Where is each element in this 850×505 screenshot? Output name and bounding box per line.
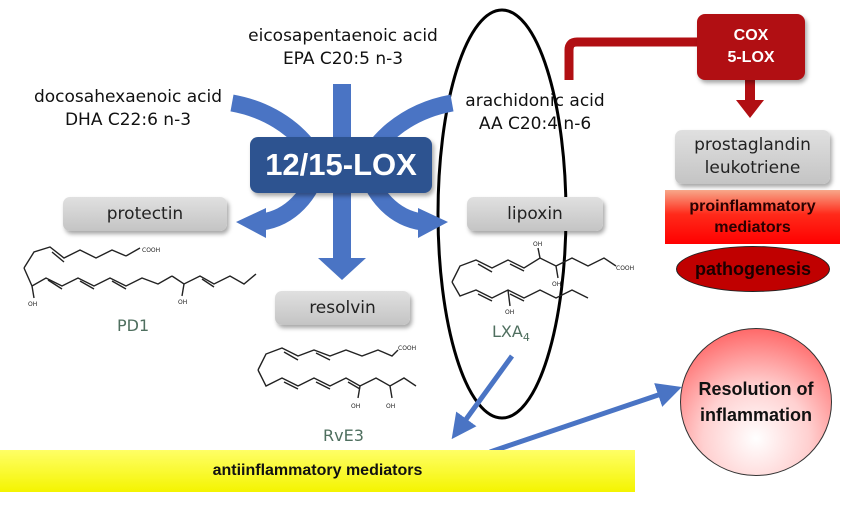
- leukotriene-label: leukotriene: [704, 158, 801, 178]
- lxa4-cooh-label: COOH: [616, 265, 634, 272]
- pathogenesis-label: pathogenesis: [694, 258, 812, 279]
- protectin-box: protectin: [63, 197, 227, 231]
- lipoxin-to-anti-arrow: [451, 354, 515, 440]
- cox-label: COX: [733, 27, 769, 44]
- aa-formula: AA C20:4 n-6: [478, 114, 592, 134]
- anti-to-resolution-arrow: [489, 383, 682, 455]
- pd1-label: PD1: [117, 316, 150, 335]
- lipoxin-box: lipoxin: [467, 197, 603, 231]
- aa-to-cox-arrow: [564, 37, 697, 80]
- aa-label: arachidonic acid AA C20:4 n-6: [455, 90, 615, 136]
- prostaglandin-box: prostaglandin leukotriene: [675, 130, 830, 184]
- rve3-label: RvE3: [323, 426, 364, 445]
- lxa4-oh-label-1: OH: [533, 241, 542, 248]
- lxa4-oh-label-2: OH: [552, 281, 561, 288]
- pd1-cooh-label: COOH: [142, 247, 160, 254]
- pd1-oh-label-2: OH: [178, 299, 187, 306]
- protectin-label: protectin: [106, 204, 184, 224]
- dha-name: docosahexaenoic acid: [33, 87, 222, 107]
- dha-label: docosahexaenoic acid DHA C22:6 n-3: [28, 86, 228, 132]
- resolvin-label: resolvin: [309, 298, 376, 318]
- epa-formula: EPA C20:5 n-3: [282, 49, 404, 69]
- antiinflammatory-bar: antiinflammatory mediators: [0, 450, 635, 492]
- epa-name: eicosapentaenoic acid: [248, 26, 438, 46]
- lxa4-structure: [451, 247, 617, 307]
- cox-enzyme-box: COX 5-LOX: [697, 14, 805, 80]
- pathogenesis-ellipse: pathogenesis: [676, 246, 830, 292]
- antiinflammatory-label: antiinflammatory mediators: [212, 462, 423, 479]
- resolution-circle: Resolution of inflammation: [680, 328, 832, 476]
- proinflammatory-box: proinflammatory mediators: [665, 190, 840, 244]
- cox-to-prostaglandin-arrow: [736, 80, 764, 118]
- dha-formula: DHA C22:6 n-3: [64, 110, 192, 130]
- proinflammatory-label: proinflammatory: [689, 198, 816, 215]
- resolution-label-line1: Resolution of: [698, 379, 814, 399]
- epa-label: eicosapentaenoic acid EPA C20:5 n-3: [240, 25, 446, 71]
- mediators-label: mediators: [714, 219, 791, 236]
- five-lox-label: 5-LOX: [727, 49, 775, 66]
- rve3-structure: [257, 347, 417, 399]
- lxa4-subscript: 4: [522, 331, 530, 345]
- lipoxin-label: lipoxin: [507, 204, 563, 224]
- pd1-oh-label-1: OH: [28, 301, 37, 308]
- lxa4-base: LXA: [492, 322, 523, 341]
- rve3-oh-label-1: OH: [351, 403, 360, 410]
- resolvin-box: resolvin: [275, 291, 410, 325]
- rve3-cooh-label: COOH: [398, 345, 416, 352]
- rve3-oh-label-2: OH: [386, 403, 395, 410]
- prostaglandin-label: prostaglandin: [694, 135, 811, 155]
- lox-enzyme-box: 12/15-LOX: [250, 137, 432, 193]
- aa-name: arachidonic acid: [465, 91, 605, 111]
- lxa4-oh-label-3: OH: [505, 309, 514, 316]
- resolution-label-line2: inflammation: [699, 405, 812, 425]
- lox-enzyme-label: 12/15-LOX: [265, 147, 417, 182]
- pd1-structure: [23, 246, 257, 299]
- lxa4-label: LXA4: [492, 322, 530, 344]
